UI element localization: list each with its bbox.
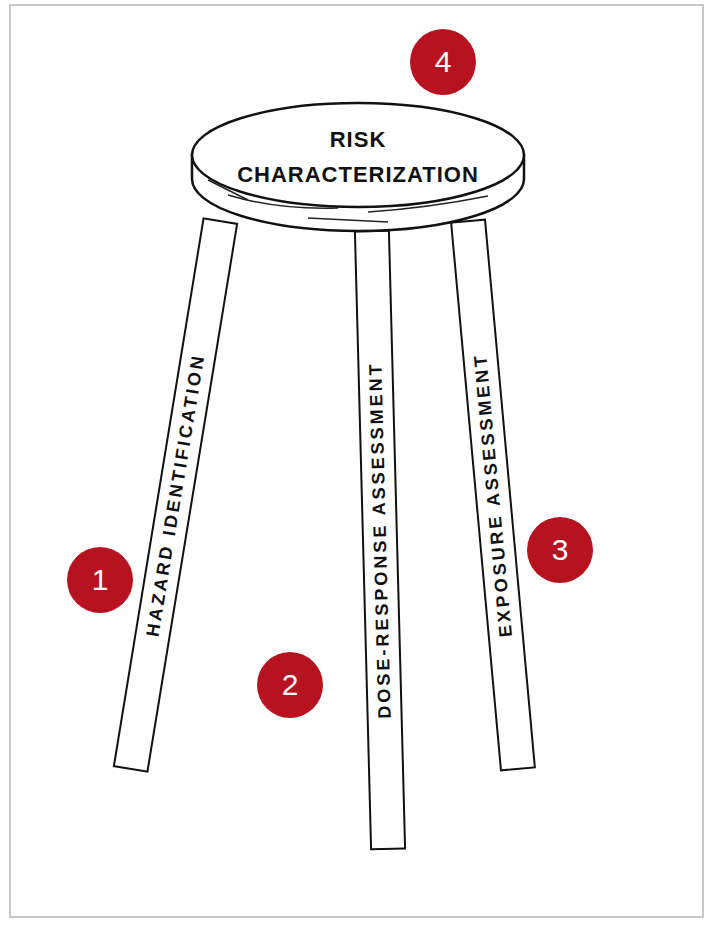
frame-border	[10, 5, 703, 917]
wood-grain	[308, 218, 388, 222]
stool-leg: HAZARD IDENTIFICATION	[112, 217, 238, 772]
callout-number: 4	[410, 29, 476, 95]
callout-number: 3	[527, 517, 593, 583]
stool-leg: DOSE-RESPONSE ASSESSMENT	[354, 230, 406, 851]
leg-label: EXPOSURE ASSESSMENT	[470, 352, 517, 638]
seat-top	[192, 103, 524, 207]
leg-label: DOSE-RESPONSE ASSESSMENT	[365, 361, 395, 719]
callout-number: 2	[257, 652, 323, 718]
stool-seat: RISK CHARACTERIZATION	[188, 100, 528, 240]
leg-label: HAZARD IDENTIFICATION	[141, 352, 208, 638]
callout-number: 1	[67, 547, 133, 613]
seat-label: RISK CHARACTERIZATION	[188, 122, 528, 192]
stool-leg: EXPOSURE ASSESSMENT	[450, 219, 536, 772]
